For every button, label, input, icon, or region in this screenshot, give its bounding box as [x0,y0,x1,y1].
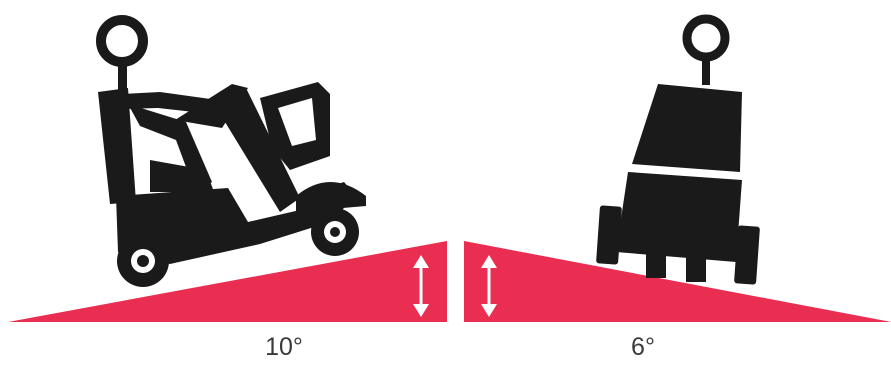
right-incline-label: 6° [631,333,655,361]
left-ramp [8,241,447,322]
right-panel [464,19,891,322]
scooter-front-icon [596,19,760,285]
scooter-side-icon [98,20,366,287]
left-panel [8,20,447,322]
left-incline-label: 10° [265,333,303,361]
